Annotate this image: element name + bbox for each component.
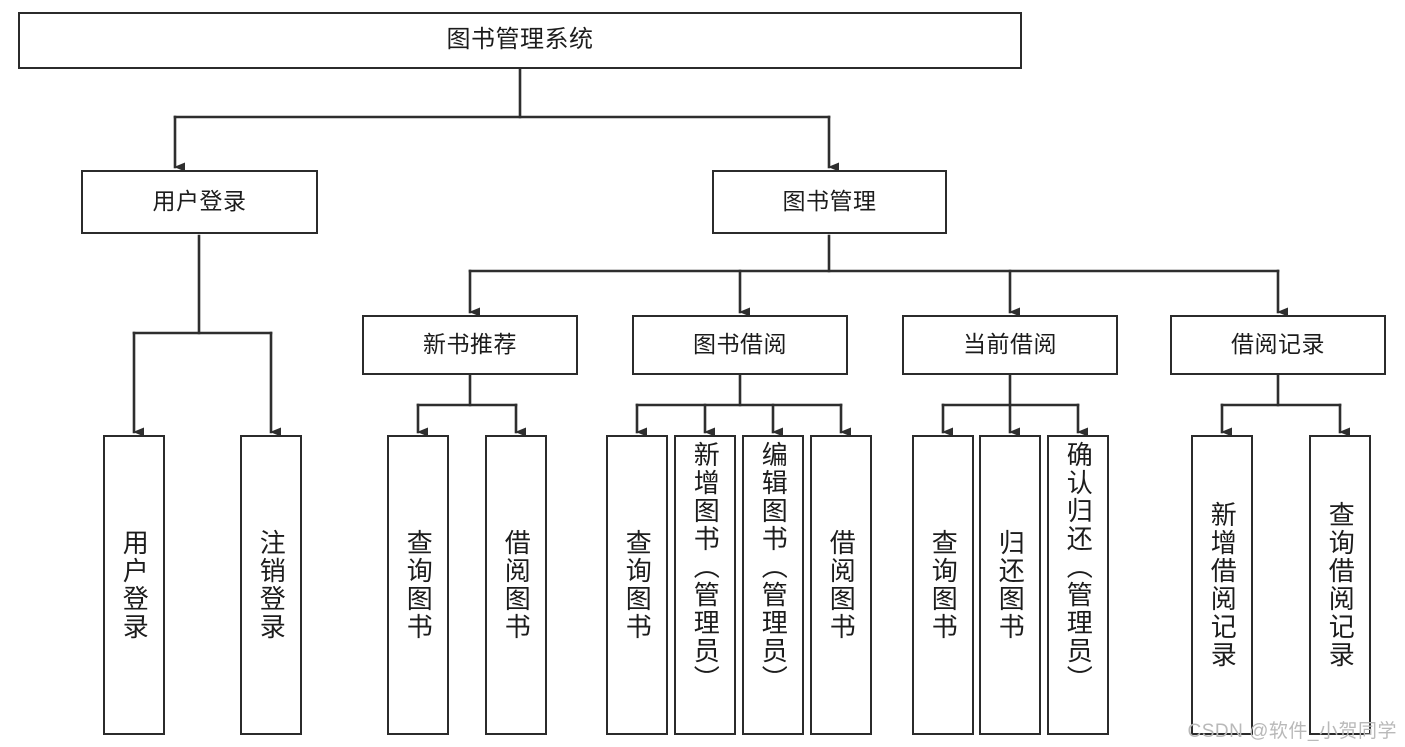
- csdn-watermark: CSDN @软件_小贺同学: [1187, 721, 1397, 742]
- node-leaf-return-book-label: 归还图书: [995, 529, 1026, 641]
- node-leaf-return-book[interactable]: 归还图书: [979, 435, 1041, 735]
- node-leaf-logout-label: 注销登录: [256, 529, 287, 641]
- node-root-label: 图书管理系统: [446, 26, 594, 54]
- node-user-login[interactable]: 用户登录: [81, 170, 318, 234]
- node-user-login-label: 用户登录: [152, 188, 247, 215]
- node-borrow-record-label: 借阅记录: [1231, 331, 1325, 358]
- node-book-manage[interactable]: 图书管理: [712, 170, 947, 234]
- node-leaf-confirm-return[interactable]: 确认归还（管理员）: [1047, 435, 1109, 735]
- node-current-borrow-label: 当前借阅: [963, 331, 1057, 358]
- node-root[interactable]: 图书管理系统: [18, 12, 1022, 69]
- node-leaf-query-record-label: 查询借阅记录: [1325, 501, 1356, 669]
- node-current-borrow[interactable]: 当前借阅: [902, 315, 1118, 375]
- node-leaf-edit-book-label: 编辑图书（管理员）: [758, 441, 789, 693]
- node-book-manage-label: 图书管理: [782, 188, 877, 215]
- node-leaf-query-book-2-label: 查询图书: [622, 529, 653, 641]
- node-leaf-confirm-return-label: 确认归还（管理员）: [1063, 441, 1094, 693]
- node-leaf-user-login[interactable]: 用户登录: [103, 435, 165, 735]
- node-book-borrow-label: 图书借阅: [693, 331, 787, 358]
- node-leaf-add-record[interactable]: 新增借阅记录: [1191, 435, 1253, 735]
- node-leaf-add-book[interactable]: 新增图书（管理员）: [674, 435, 736, 735]
- node-leaf-query-book-1-label: 查询图书: [403, 529, 434, 641]
- node-leaf-borrow-book-2[interactable]: 借阅图书: [810, 435, 872, 735]
- node-leaf-logout[interactable]: 注销登录: [240, 435, 302, 735]
- node-borrow-record[interactable]: 借阅记录: [1170, 315, 1386, 375]
- node-leaf-add-book-label: 新增图书（管理员）: [690, 441, 721, 693]
- node-leaf-query-book-1[interactable]: 查询图书: [387, 435, 449, 735]
- node-leaf-user-login-label: 用户登录: [119, 529, 150, 641]
- node-leaf-query-book-3[interactable]: 查询图书: [912, 435, 974, 735]
- node-leaf-query-book-3-label: 查询图书: [928, 529, 959, 641]
- node-new-book-rec-label: 新书推荐: [423, 331, 517, 358]
- node-leaf-borrow-book-1-label: 借阅图书: [501, 529, 532, 641]
- node-leaf-add-record-label: 新增借阅记录: [1207, 501, 1238, 669]
- node-leaf-borrow-book-1[interactable]: 借阅图书: [485, 435, 547, 735]
- node-leaf-query-record[interactable]: 查询借阅记录: [1309, 435, 1371, 735]
- node-book-borrow[interactable]: 图书借阅: [632, 315, 848, 375]
- node-leaf-edit-book[interactable]: 编辑图书（管理员）: [742, 435, 804, 735]
- node-leaf-borrow-book-2-label: 借阅图书: [826, 529, 857, 641]
- node-new-book-rec[interactable]: 新书推荐: [362, 315, 578, 375]
- node-leaf-query-book-2[interactable]: 查询图书: [606, 435, 668, 735]
